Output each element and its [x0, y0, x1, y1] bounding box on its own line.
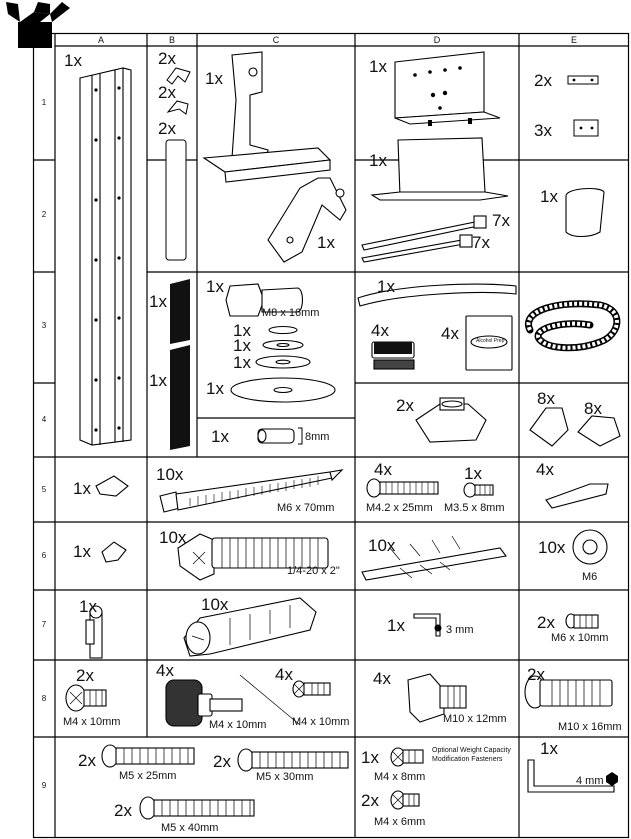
qty-d4: 2x — [396, 396, 414, 415]
row-number-6: 6 — [41, 551, 47, 560]
qty-bc8-2: 4x — [275, 665, 293, 684]
row-number-8: 8 — [41, 694, 47, 703]
qty-b3-1: 1x — [149, 292, 167, 311]
row-number-9: 9 — [41, 781, 47, 790]
qty-d2-tie1: 7x — [492, 211, 510, 230]
qty-c3-washer4: 1x — [206, 379, 224, 398]
qty-c3-washer3: 1x — [233, 353, 251, 372]
qty-d3-prep: 4x — [441, 324, 459, 343]
column-header-a: A — [97, 35, 104, 45]
column-header-d: D — [433, 35, 441, 45]
label-e9: 4 mm — [576, 775, 604, 787]
qty-c2: 1x — [317, 233, 335, 252]
qty-e5: 4x — [536, 460, 554, 479]
qty-e4-1: 8x — [537, 389, 555, 408]
qty-d8: 4x — [373, 669, 391, 688]
label-a8: M4 x 10mm — [63, 716, 121, 728]
qty-d6: 10x — [368, 536, 396, 555]
label-ac9-2: M5 x 30mm — [256, 771, 314, 783]
label-bc8-1: M4 x 10mm — [209, 719, 267, 731]
qty-a5: 1x — [73, 479, 91, 498]
row-number-2: 2 — [41, 210, 47, 219]
label-bc8-2: M4 x 10mm — [292, 716, 350, 728]
qty-d2-tie2: 7x — [472, 233, 490, 252]
qty-d9-1: 1x — [361, 748, 379, 767]
label-e7: M6 x 10mm — [551, 632, 609, 644]
row-number-1: 1 — [41, 98, 47, 107]
row-number-3: 3 — [41, 321, 47, 330]
note-line-2: Modification Fasteners — [432, 756, 503, 763]
qty-a6: 1x — [73, 542, 91, 561]
row-number-7: 7 — [41, 620, 47, 629]
qty-c3-washer1: 1x — [233, 321, 251, 340]
qty-d3-bar: 1x — [377, 277, 395, 296]
qty-ac9-1: 2x — [78, 751, 96, 770]
label-bc5: M6 x 70mm — [277, 502, 335, 514]
qty-c1: 1x — [205, 69, 223, 88]
label-bc6: 1/4-20 x 2" — [287, 565, 340, 577]
note-line-1: Optional Weight Capacity — [432, 747, 511, 754]
qty-b1-1: 2x — [158, 49, 176, 68]
qty-c3-washer2: 1x — [233, 336, 251, 355]
qty-e1-2: 3x — [534, 121, 552, 140]
row-number-4: 4 — [41, 415, 47, 424]
label-d7: 3 mm — [446, 624, 474, 636]
qty-e7: 2x — [537, 613, 555, 632]
column-header-b: B — [168, 35, 175, 45]
label-d5-2: M3.5 x 8mm — [444, 502, 505, 514]
qty-d1: 1x — [369, 57, 387, 76]
qty-ac9-3: 2x — [114, 801, 132, 820]
qty-e6: 10x — [538, 538, 566, 557]
label-ac9-3: M5 x 40mm — [161, 822, 219, 834]
alcohol-prep-text: Alcohol Prep — [476, 338, 505, 344]
label-ac9-1: M5 x 25mm — [119, 770, 177, 782]
qty-ac9-2: 2x — [213, 752, 231, 771]
column-header-c: C — [272, 35, 280, 45]
qty-b1-3: 2x — [158, 119, 176, 138]
qty-d5-1: 4x — [374, 460, 392, 479]
qty-e1-1: 2x — [534, 71, 552, 90]
qty-e4-2: 8x — [584, 399, 602, 418]
qty-a1: 1x — [64, 51, 82, 70]
qty-d2: 1x — [369, 151, 387, 170]
qty-b1-2: 2x — [158, 83, 176, 102]
qty-c4: 1x — [211, 427, 229, 446]
qty-a8: 2x — [76, 666, 94, 685]
qty-d5-2: 1x — [464, 464, 482, 483]
row-number-5: 5 — [41, 485, 47, 494]
column-header-e: E — [570, 35, 577, 45]
qty-d9-2: 2x — [361, 791, 379, 810]
qty-d7: 1x — [387, 616, 405, 635]
label-d9-1: M4 x 8mm — [374, 771, 426, 783]
qty-bc7: 10x — [201, 595, 229, 614]
qty-e8: 2x — [527, 665, 545, 684]
qty-e9: 1x — [540, 739, 558, 758]
label-d5-1: M4.2 x 25mm — [366, 502, 433, 514]
open-box-icon — [6, 2, 70, 48]
label-c4: 8mm — [305, 431, 330, 443]
label-c3-bolt: M8 x 16mm — [262, 307, 320, 319]
qty-b3-2: 1x — [149, 371, 167, 390]
qty-c3-bolt: 1x — [206, 277, 224, 296]
qty-e2: 1x — [540, 187, 558, 206]
qty-bc8-1: 4x — [156, 661, 174, 680]
label-e6: M6 — [582, 571, 598, 583]
label-e8: M10 x 16mm — [558, 721, 622, 733]
label-d9-2: M4 x 6mm — [374, 816, 426, 828]
qty-d3-pads: 4x — [371, 321, 389, 340]
qty-bc6: 10x — [159, 528, 187, 547]
qty-a7: 1x — [79, 597, 97, 616]
qty-bc5: 10x — [156, 465, 184, 484]
label-d8: M10 x 12mm — [443, 713, 507, 725]
